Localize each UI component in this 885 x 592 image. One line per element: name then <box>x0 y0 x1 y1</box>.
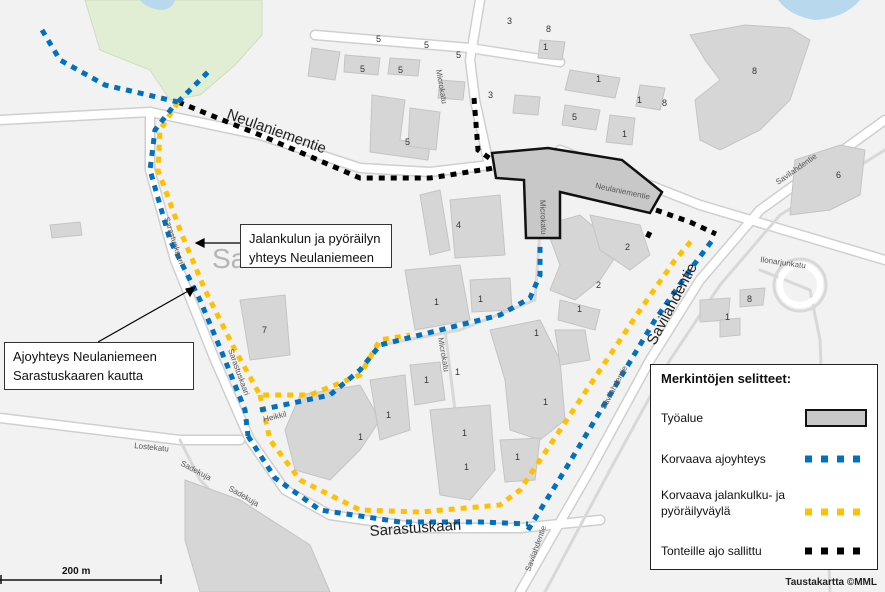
building-number: 5 <box>405 137 410 147</box>
building-number: 5 <box>376 34 381 44</box>
building-number-labels: 5 5 5 5 5 5 3 8 1 1 8 1 1 8 6 5 3 4 2 2 … <box>262 16 841 472</box>
callout-arrows <box>97 238 240 343</box>
building-number: 1 <box>577 304 582 314</box>
building-number: 5 <box>456 50 461 60</box>
building-number: 1 <box>596 74 601 84</box>
work-area-swatch <box>805 409 867 427</box>
legend-item-work-area: Työalue <box>661 409 867 427</box>
legend-item-drive: Korvaava ajoyhteys <box>661 451 867 467</box>
building-number: 4 <box>456 220 461 230</box>
legend-label: Korvaava ajoyhteys <box>661 452 766 466</box>
building-number: 1 <box>725 312 730 322</box>
building-number: 8 <box>546 24 551 34</box>
building-number: 8 <box>747 294 752 304</box>
building-number: 6 <box>836 170 841 180</box>
legend-title: Merkintöjen selitteet: <box>661 371 792 386</box>
building-number: 1 <box>543 42 548 52</box>
building-number: 1 <box>455 367 460 377</box>
street-label-microkatu: Microkatu <box>538 200 548 235</box>
building-number: 1 <box>515 452 520 462</box>
building-number: 1 <box>534 328 539 338</box>
building-number: 1 <box>622 129 627 139</box>
legend-item-plot-access: Tonteille ajo sallittu <box>661 543 867 559</box>
building-number: 8 <box>662 98 667 108</box>
building-number: 1 <box>424 375 429 385</box>
building-number: 7 <box>262 325 267 335</box>
route-drive <box>39 28 716 532</box>
plot-access-swatch <box>805 547 867 555</box>
legend-label: Tonteille ajo sallittu <box>661 544 762 558</box>
building-number: 2 <box>596 280 601 290</box>
street-label-lostekatu: Lostekatu <box>134 441 169 454</box>
building-number: 5 <box>398 65 403 75</box>
building-number: 1 <box>543 397 548 407</box>
building-number: 1 <box>434 297 439 307</box>
legend-label: Korvaava jalankulku- ja pyöräilyväylä <box>661 488 786 518</box>
building-number: 1 <box>386 410 391 420</box>
park-area <box>84 0 263 101</box>
callout-walk-cycle-connection: Jalankulun ja pyöräilyn yhteys Neulaniem… <box>240 224 392 268</box>
building-number: 1 <box>464 462 469 472</box>
route-walk-cycle <box>155 100 694 515</box>
callout-text: Ajoyhteys Neulaniemeen Sarastuskaaren ka… <box>13 349 157 383</box>
route-plot-access <box>177 97 718 242</box>
work-area <box>490 146 664 240</box>
building-number: 2 <box>625 242 630 252</box>
scale-label: 200 m <box>62 566 91 577</box>
water-area <box>140 0 175 10</box>
building-number: 1 <box>462 428 467 438</box>
walk-cycle-route-swatch <box>805 508 867 516</box>
building-number: 5 <box>572 112 577 122</box>
callout-text: Jalankulun ja pyöräilyn yhteys Neulaniem… <box>249 231 381 265</box>
map-legend: Merkintöjen selitteet: Työalue Korvaava … <box>650 364 878 570</box>
street-label-sarastuskaari: Sarastuskaari <box>369 517 462 540</box>
building-number: 8 <box>752 66 757 76</box>
drive-route-swatch <box>805 455 867 463</box>
attribution: Taustakartta ©MML <box>785 577 877 588</box>
building-number: 5 <box>360 64 365 74</box>
buildings <box>49 24 866 592</box>
scale-bar <box>0 575 162 584</box>
legend-item-walk-cycle: Korvaava jalankulku- ja pyöräilyväylä <box>661 487 867 519</box>
callout-drive-connection: Ajoyhteys Neulaniemeen Sarastuskaaren ka… <box>4 342 194 390</box>
water-area-east <box>778 0 860 20</box>
legend-label: Työalue <box>661 411 704 425</box>
building-number: 3 <box>507 16 512 26</box>
building-number: 5 <box>424 40 429 50</box>
building-number: 1 <box>478 294 483 304</box>
building-number: 3 <box>488 90 493 100</box>
building-number: 1 <box>358 432 363 442</box>
building-number: 1 <box>637 95 642 105</box>
